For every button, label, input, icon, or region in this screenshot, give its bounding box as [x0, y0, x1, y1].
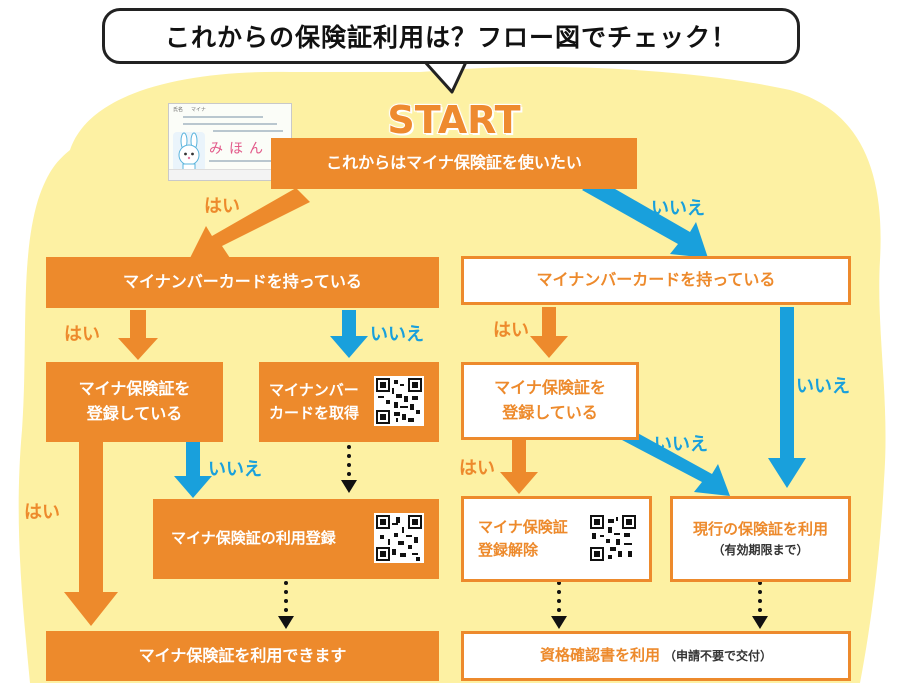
orange-arrows [64, 188, 568, 626]
card-line [209, 160, 287, 162]
node-right-registered-line2: 登録している [502, 403, 598, 422]
node-left-registered-line1: マイナ保険証を [78, 379, 191, 399]
label-yes-3: はい [493, 320, 529, 341]
node-right-has-card: マイナンバーカードを持っている [461, 256, 851, 305]
node-right-registered-line1: マイナ保険証を [494, 378, 606, 398]
node-left-registered-line2: 登録している [86, 404, 183, 423]
node-current-line1: 現行の保険証を利用 [692, 520, 828, 539]
label-no-1: いいえ [651, 198, 705, 219]
mynaporn-icon [173, 132, 205, 172]
card-header: 氏名 [173, 107, 184, 113]
page-title: これからの保険証利用は？フロー図でチェック！ [102, 8, 800, 64]
label-no-5: いいえ [654, 434, 708, 455]
blue-arrows [174, 178, 806, 498]
dotted-arrows [278, 445, 768, 629]
label-no-4: いいえ [208, 459, 262, 480]
card-strip [169, 169, 291, 180]
node-current-insurance: 現行の保険証を利用 （有効期限まで） [670, 496, 851, 582]
card-sample-name: みほん [209, 141, 269, 157]
node-get-card-line1: マイナンバー [269, 380, 359, 399]
start-label: START [386, 97, 521, 143]
node-cancel-line2: 登録解除 [478, 541, 539, 559]
card-line [183, 116, 263, 118]
node-right-registered: マイナ保険証を 登録している [461, 362, 639, 440]
label-no-2: いいえ [370, 324, 424, 345]
label-yes-4: はい [24, 502, 60, 523]
node-want-myna-insurance: これからはマイナ保険証を使いたい [271, 138, 637, 189]
qr-code-use-registration[interactable] [374, 513, 424, 563]
node-final-certificate-note: （申請不要で交付） [664, 648, 773, 663]
node-left-has-card: マイナンバーカードを持っている [46, 257, 439, 308]
label-yes-1: はい [204, 196, 240, 217]
node-current-line2: （有効期限まで） [712, 543, 809, 558]
node-cancel-line1: マイナ保険証 [478, 517, 568, 536]
label-yes-5: はい [459, 458, 495, 479]
label-no-3: いいえ [796, 376, 850, 397]
node-left-registered: マイナ保険証を 登録している [46, 362, 223, 442]
node-final-myna: マイナ保険証を利用できます [46, 631, 439, 681]
node-get-card-line2: カードを取得 [269, 404, 360, 422]
qr-code-cancel-registration[interactable] [588, 513, 638, 563]
node-final-certificate: 資格確認書を利用 （申請不要で交付） [461, 631, 851, 681]
label-yes-2: はい [64, 324, 100, 345]
node-final-certificate-main: 資格確認書を利用 [539, 646, 660, 665]
card-line [183, 123, 277, 125]
qr-code-get-card[interactable] [374, 376, 424, 426]
card-line [213, 130, 283, 132]
card-name-small: マイナ [191, 107, 206, 113]
